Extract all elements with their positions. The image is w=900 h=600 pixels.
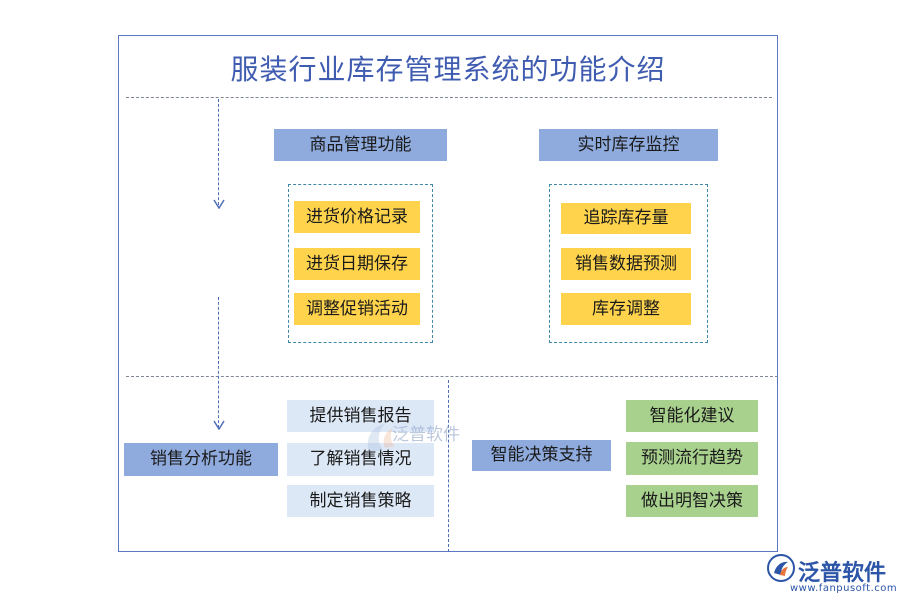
sales-item: 提供销售报告	[287, 400, 434, 432]
logo-url[interactable]: www.fanpusoft.com	[790, 583, 898, 594]
sales-item: 制定销售策略	[287, 485, 434, 517]
fanpu-logo-icon	[767, 554, 795, 582]
monitor-item: 销售数据预测	[561, 248, 691, 280]
goods-management-group	[288, 184, 433, 343]
goods-management-header: 商品管理功能	[274, 129, 447, 161]
decision-item: 预测流行趋势	[626, 442, 758, 475]
goods-item: 调整促销活动	[294, 293, 420, 325]
flow-line-upper	[218, 99, 219, 205]
decision-item: 做出明智决策	[626, 485, 758, 517]
sales-analysis-header: 销售分析功能	[124, 443, 278, 476]
realtime-monitor-group	[549, 184, 708, 343]
arrow-down-icon	[213, 420, 225, 430]
watermark-text: 泛普软件	[392, 425, 460, 445]
decision-support-header: 智能决策支持	[472, 440, 611, 471]
monitor-item: 库存调整	[561, 293, 691, 325]
diagram-title: 服装行业库存管理系统的功能介绍	[230, 53, 666, 86]
decision-item: 智能化建议	[626, 400, 758, 432]
divider-bottom	[448, 380, 449, 552]
watermark-logo-icon	[367, 424, 395, 452]
realtime-monitor-header: 实时库存监控	[539, 129, 718, 161]
monitor-item: 追踪库存量	[561, 203, 691, 234]
separator-middle	[126, 376, 778, 377]
sales-item: 了解销售情况	[287, 443, 434, 476]
separator-top	[126, 97, 772, 98]
goods-item: 进货价格记录	[294, 201, 420, 233]
goods-item: 进货日期保存	[294, 248, 420, 280]
arrow-down-icon	[213, 199, 225, 209]
logo-name: 泛普软件	[798, 561, 887, 586]
flow-line-lower	[218, 297, 219, 428]
